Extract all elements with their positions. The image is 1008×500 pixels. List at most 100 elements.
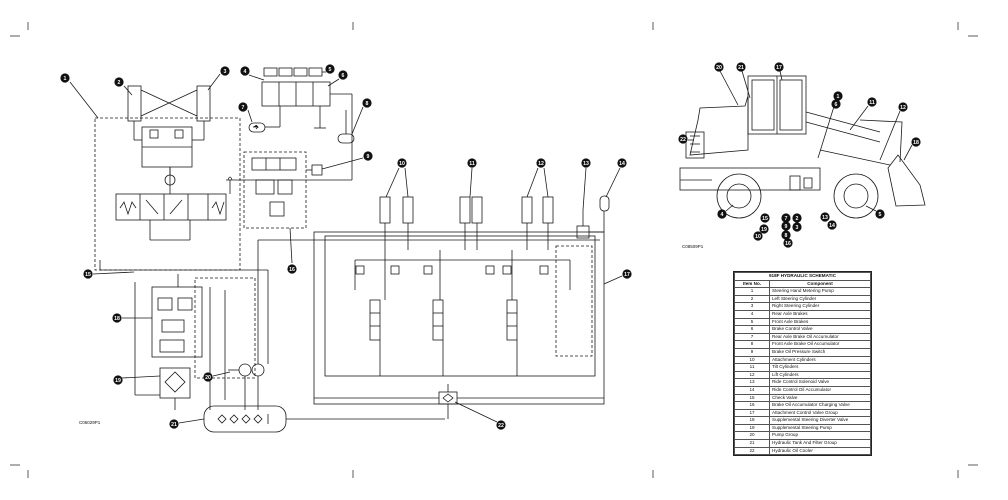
callout-number: 1 [64,76,67,82]
legend-col-component: Component [769,279,871,289]
legend-component-name: Front Axle Brake Oil Accumulator [769,340,871,349]
control-valve-section-1 [369,299,381,341]
legend-item-number: 2 [734,294,770,304]
schematic-callout-6: 6 [338,70,348,80]
callout-number: 19 [115,378,121,384]
callout-circle [238,102,248,112]
callout-circle [760,213,770,223]
schematic-figure-code: C06029P1 [79,420,101,425]
machine-callout-6: 6 [831,99,841,109]
callout-circle [622,269,632,279]
legend-component-name: Attachment Control Valve Group [769,408,871,418]
legend-component-name: Front Axle Brakes [769,317,871,327]
callout-number: 14 [829,223,835,229]
brake-charging-valve-group [243,151,307,229]
lift-cylinder-right [542,196,554,224]
lift-cylinder-left [521,196,533,224]
control-valve-section-2 [432,299,444,341]
callout-number: 10 [399,161,405,167]
callout-number: 5 [329,67,332,73]
legend-item-number: 17 [734,408,770,418]
callout-number: 3 [796,225,799,231]
schematic-callout-3: 3 [220,66,230,76]
callout-number: 12 [900,105,906,111]
machine-callout-20: 20 [714,62,724,72]
callout-circle [617,158,627,168]
schematic-callout-19: 19 [113,375,123,385]
legend-item-number: 20 [734,431,770,441]
schematic-callout-9: 9 [363,151,373,161]
callout-number: 18 [913,140,919,146]
machine-callout-11: 11 [867,97,877,107]
legend-col-item: Item No. [734,279,770,289]
schematic-callout-15: 15 [83,269,93,279]
legend-component-name: Ride Control Oil Accumulator [769,385,871,395]
callout-number: 14 [619,161,625,167]
callout-circle [792,222,802,232]
engine-grille [685,131,705,159]
machine-callout-17: 17 [774,62,784,72]
machine-callout-8: 8 [781,230,791,240]
callout-circle [875,209,885,219]
callout-number: 19 [761,227,767,233]
callout-number: 20 [205,375,211,381]
legend-component-name: Steering Hand Metering Pump [769,287,871,296]
schematic [69,67,623,433]
callout-number: 17 [624,272,630,278]
callout-number: 13 [583,161,589,167]
callout-circle [581,158,591,168]
schematic-callout-21: 21 [169,419,179,429]
callout-circle [362,98,372,108]
legend-component-name: Brake Oil Accumulator Charging Valve [769,401,871,410]
schematic-callout-16: 16 [287,264,297,274]
component-legend: 918F HYDRAULIC SCHEMATIC Item No. Compon… [733,271,872,457]
legend-component-name: Rear Axle Brakes [769,309,871,319]
legend-component-name: Rear Axle Brake Oil Accumulator [769,332,871,342]
schematic-callout-4: 4 [240,66,250,76]
legend-item-number: 8 [734,340,770,349]
legend-component-name: Left Steering Cylinder [769,294,871,304]
schematic-callout-5: 5 [325,64,335,74]
callout-circle [898,102,908,112]
callout-circle [363,151,373,161]
callout-circle [496,420,506,430]
callout-number: 8 [785,233,788,239]
legend-item-number: 9 [734,347,770,357]
front-wheel [833,173,879,219]
callout-circle [83,269,93,279]
attachment-cylinder-right [402,196,414,224]
pump-group-a [238,363,252,377]
callout-number: 22 [498,423,504,429]
callout-circle [325,64,335,74]
callout-circle [678,134,688,144]
legend-component-name: Supplemental Steering Pump [769,423,871,433]
rear-axle-brake-accumulator [248,122,266,133]
wheel-loader-illustration [679,70,926,219]
callout-circle [717,209,727,219]
legend-component-name: Supplemental Steering Diverter Valve [769,416,871,425]
legend-component-name: Lift Cylinders [769,370,871,380]
legend-item-number: 15 [734,393,770,403]
legend-component-name: Brake Control Valve [769,325,871,334]
callout-circle [536,158,546,168]
schematic-callout-7: 7 [238,102,248,112]
legend-item-number: 14 [734,385,770,395]
tilt-cylinder-right [471,196,483,224]
callout-circle [753,231,763,241]
machine-callout-4: 4 [717,209,727,219]
legend-component-name: Tilt Cylinders [769,363,871,372]
legend-item-number: 16 [734,401,770,410]
callout-number: 9 [785,224,788,230]
callout-circle [220,66,230,76]
legend-item-number: 12 [734,370,770,380]
